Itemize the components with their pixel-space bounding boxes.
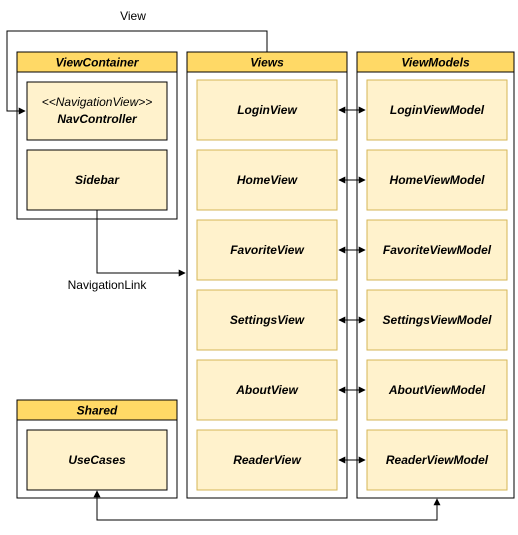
favorite-view-model-box[interactable]: [366, 219, 508, 281]
use-cases-label: UseCases: [68, 453, 126, 467]
nav-controller-box[interactable]: [26, 81, 168, 141]
views-title: Views: [250, 56, 284, 70]
settings-view-model-box[interactable]: [366, 289, 508, 351]
view-loop-connector: [6, 30, 268, 115]
home-view-model-label: HomeViewModel: [390, 173, 486, 187]
sidebar-label: Sidebar: [75, 173, 120, 187]
favorite-view-label: FavoriteView: [230, 243, 304, 257]
settings-view-model-label: SettingsViewModel: [383, 313, 493, 327]
home-view-model-box[interactable]: [366, 149, 508, 211]
login-view-model-label: LoginViewModel: [390, 103, 485, 117]
reader-view-label: ReaderView: [233, 453, 301, 467]
sidebar-box[interactable]: [26, 149, 168, 211]
about-view-model-box[interactable]: [366, 359, 508, 421]
reader-view-model-box[interactable]: [366, 429, 508, 491]
use-cases-box[interactable]: [26, 429, 168, 491]
favorite-view-model-label: FavoriteViewModel: [383, 243, 492, 257]
navigation-link-connector: [96, 210, 186, 277]
about-view-model-label: AboutViewModel: [388, 383, 486, 397]
about-view-label: AboutView: [235, 383, 298, 397]
view-container-title: ViewContainer: [56, 56, 140, 70]
settings-view-box[interactable]: [196, 289, 338, 351]
shared-group: Shared UseCases: [16, 399, 178, 499]
reader-view-box[interactable]: [196, 429, 338, 491]
login-view-label: LoginView: [237, 103, 297, 117]
view-models-title: ViewModels: [401, 56, 470, 70]
view-models-group: ViewModels LoginViewModelHomeViewModelFa…: [356, 51, 515, 499]
view-edge-label: View: [120, 9, 146, 23]
nav-stereotype-label: <<NavigationView>>: [42, 95, 153, 109]
login-view-model-box[interactable]: [366, 79, 508, 141]
home-view-label: HomeView: [237, 173, 298, 187]
reader-view-model-label: ReaderViewModel: [386, 453, 489, 467]
nav-controller-label: NavController: [57, 112, 138, 126]
navigation-link-label-bg: [58, 278, 154, 292]
shared-title: Shared: [77, 404, 118, 418]
views-group: Views LoginViewHomeViewFavoriteViewSetti…: [186, 51, 348, 499]
shared-to-viewmodels-connector: [93, 490, 441, 521]
view-container-group: ViewContainer <<NavigationView>> NavCont…: [16, 51, 178, 220]
navigation-link-label: NavigationLink: [68, 278, 148, 292]
settings-view-label: SettingsView: [230, 313, 305, 327]
home-view-box[interactable]: [196, 149, 338, 211]
favorite-view-box[interactable]: [196, 219, 338, 281]
about-view-box[interactable]: [196, 359, 338, 421]
login-view-box[interactable]: [196, 79, 338, 141]
